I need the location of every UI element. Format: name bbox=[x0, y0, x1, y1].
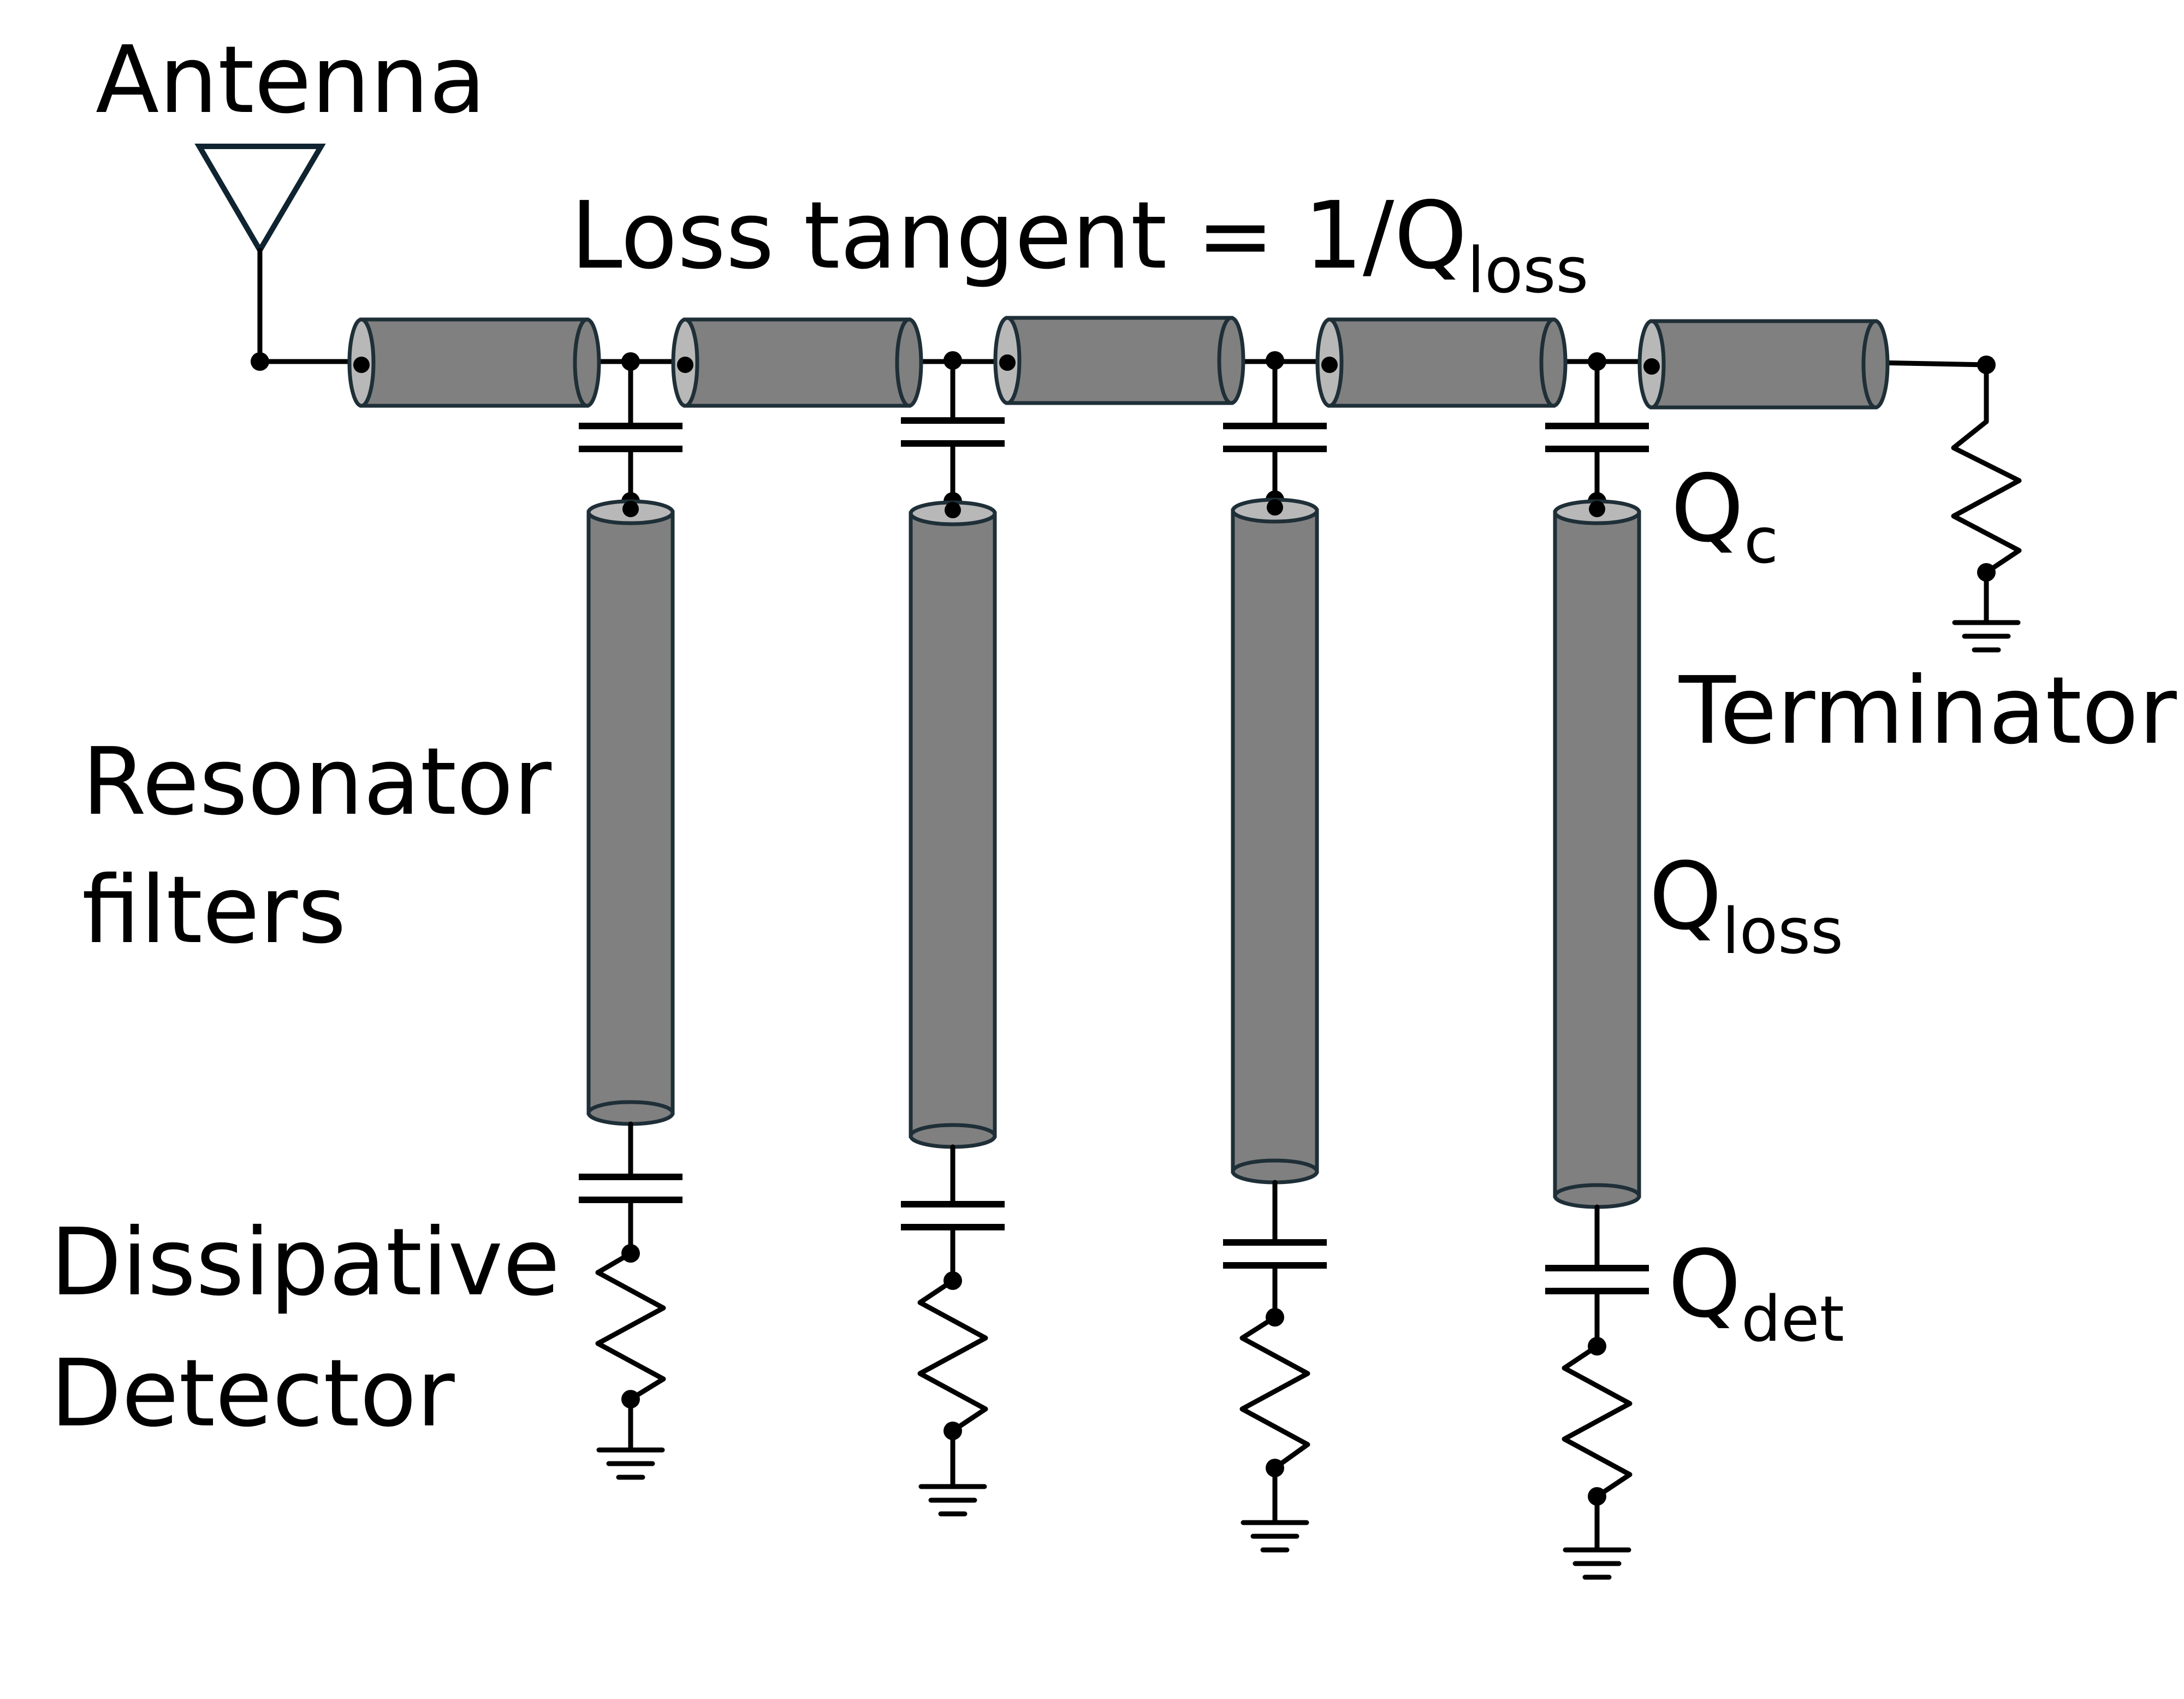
transmission-line-icon bbox=[1553, 499, 1641, 1209]
resistor-icon bbox=[917, 1278, 988, 1434]
loss-tangent-sub: loss bbox=[1467, 234, 1588, 307]
resonator-label-line2: filters bbox=[82, 856, 346, 964]
transmission-line-icon bbox=[586, 499, 675, 1126]
qdet-main: Q bbox=[1668, 1230, 1741, 1339]
ground-icon bbox=[596, 1447, 665, 1480]
qc-main: Q bbox=[1671, 455, 1744, 563]
resonator-branch-3 bbox=[1223, 351, 1327, 1553]
antenna-label: Antenna bbox=[96, 26, 486, 134]
feedline-section-5 bbox=[1637, 319, 1890, 410]
terminator-label: Terminator bbox=[1678, 657, 2177, 765]
qdet-label: Qdet bbox=[1668, 1230, 1844, 1356]
loss-tangent-main: Loss tangent = 1/Q bbox=[571, 182, 1467, 290]
capacitor-icon bbox=[579, 1174, 682, 1203]
qc-label: Qc bbox=[1671, 455, 1778, 578]
capacitor-icon bbox=[1545, 423, 1649, 452]
resonator-branch-4 bbox=[1545, 352, 1649, 1580]
detector-label-line1: Dissipative bbox=[50, 1209, 560, 1317]
resistor-icon bbox=[1951, 419, 2022, 575]
antenna-icon bbox=[194, 144, 364, 371]
feedline-section-2 bbox=[671, 317, 923, 408]
resistor-icon bbox=[595, 1251, 666, 1402]
capacitor-icon bbox=[1223, 423, 1327, 452]
ground-icon bbox=[1952, 620, 2021, 653]
qloss-sub: loss bbox=[1722, 895, 1843, 968]
feedline-section-1 bbox=[347, 317, 601, 408]
resonator-label-line1: Resonator bbox=[82, 728, 551, 836]
qdet-sub: det bbox=[1741, 1283, 1844, 1356]
capacitor-icon bbox=[1223, 1239, 1327, 1269]
transmission-line-icon bbox=[1231, 498, 1319, 1185]
capacitor-icon bbox=[901, 1201, 1005, 1230]
loss-tangent-label: Loss tangent = 1/Qloss bbox=[571, 182, 1588, 307]
ground-icon bbox=[1241, 1520, 1309, 1553]
resonator-branch-2 bbox=[901, 351, 1005, 1517]
feedline-section-4 bbox=[1315, 317, 1568, 408]
capacitor-icon bbox=[579, 423, 682, 452]
qc-sub: c bbox=[1744, 505, 1778, 578]
resistor-icon bbox=[1239, 1315, 1310, 1471]
transmission-line-icon bbox=[909, 500, 997, 1149]
resonator-branch-1 bbox=[579, 352, 682, 1480]
qloss-label: Qloss bbox=[1649, 843, 1843, 968]
ground-icon bbox=[1563, 1547, 1631, 1580]
qloss-main: Q bbox=[1649, 843, 1722, 951]
ground-icon bbox=[918, 1484, 987, 1517]
detector-label-line2: Detector bbox=[50, 1340, 455, 1448]
capacitor-icon bbox=[1545, 1265, 1649, 1294]
feedline-section-3 bbox=[993, 316, 1245, 405]
capacitor-icon bbox=[901, 417, 1005, 447]
resistor-icon bbox=[1562, 1343, 1633, 1499]
terminator-branch bbox=[1951, 356, 2022, 653]
